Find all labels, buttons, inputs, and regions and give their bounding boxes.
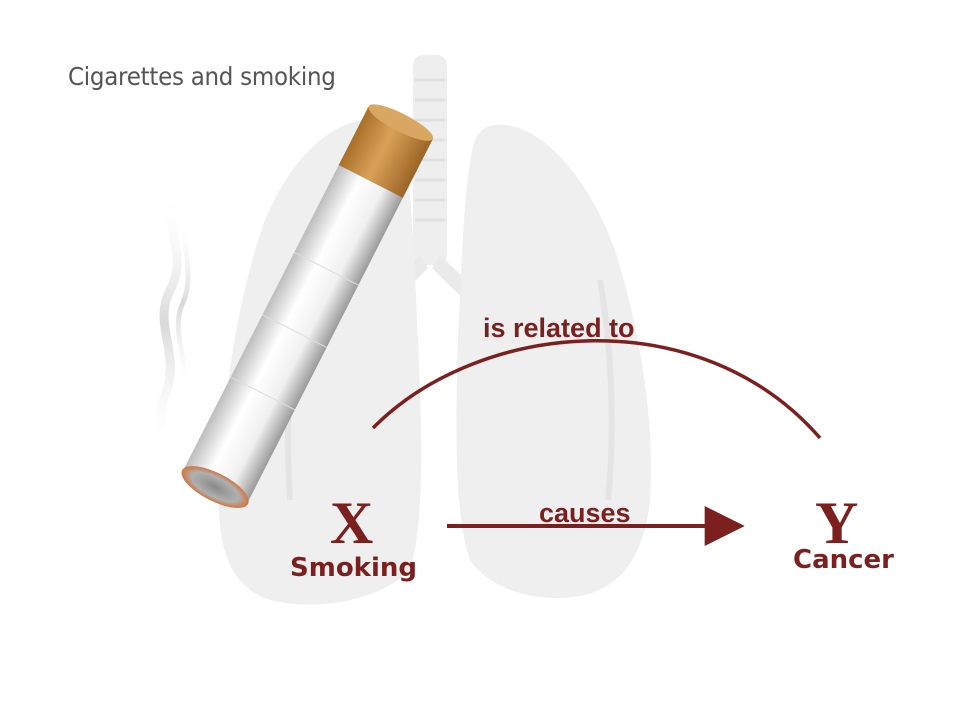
cigarette-icon [181,104,434,508]
cigarette-paper [183,154,409,504]
paper-lines [230,251,359,411]
causes-label: causes [539,498,631,528]
related-arc [371,339,822,440]
cigarette-ember [181,466,249,508]
right-lung-shape [456,124,651,599]
related-label: is related to [483,313,635,343]
filter-end [368,104,434,141]
page-title: Cigarettes and smoking [68,62,336,91]
smoke-icon [156,185,193,460]
x-variable-letter: X [330,490,374,556]
lung-shading [597,279,615,501]
y-variable-letter: Y [815,490,859,556]
x-variable-name: Smoking [290,553,418,583]
y-variable-name: Cancer [793,545,895,575]
